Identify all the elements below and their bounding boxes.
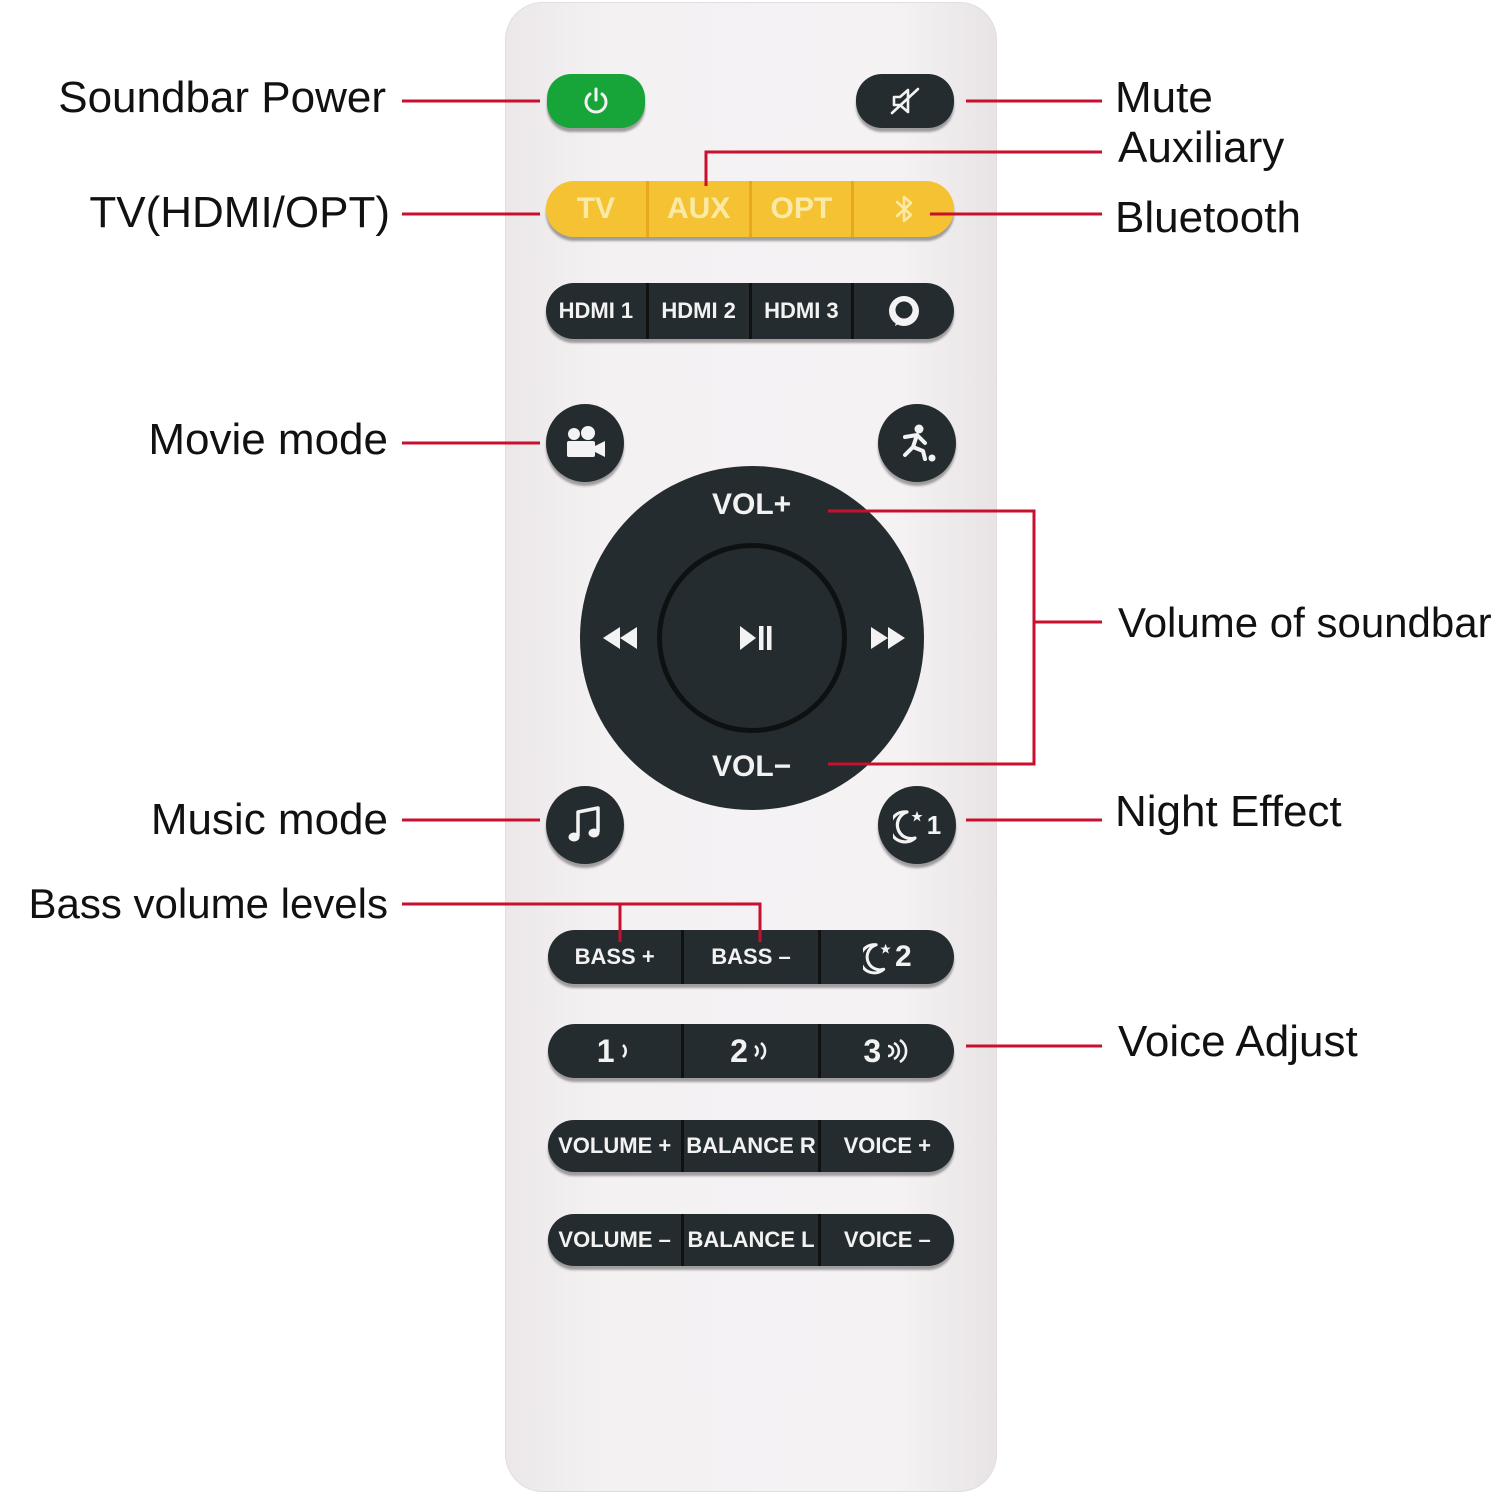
movie-mode-button[interactable] (546, 404, 624, 482)
mute-button[interactable] (856, 74, 954, 128)
label-auxiliary: Auxiliary (1118, 123, 1285, 172)
vol-plus-button[interactable]: VOL+ (712, 488, 792, 521)
balance-l-button[interactable]: BALANCE L (681, 1214, 817, 1266)
voice-button-group: 1 2 3 (548, 1024, 954, 1078)
sports-kick-icon (903, 424, 936, 462)
volume-plus-button[interactable]: VOLUME + (558, 1133, 672, 1158)
label-bluetooth: Bluetooth (1115, 193, 1301, 242)
music-note-icon (568, 806, 600, 842)
sound-wave-icon (621, 1044, 627, 1058)
plus-button-group: VOLUME + BALANCE R VOICE + (548, 1120, 954, 1172)
play-pause-icon (740, 626, 772, 650)
label-night-effect: Night Effect (1115, 787, 1342, 836)
sports-mode-button[interactable] (878, 404, 956, 482)
voice-1-button[interactable]: 1 (548, 1024, 681, 1078)
label-voice-adjust: Voice Adjust (1118, 1017, 1358, 1066)
hdmi-button-group: HDMI 1 HDMI 2 HDMI 3 (546, 283, 954, 339)
bluetooth-button[interactable] (851, 181, 954, 237)
music-mode-button[interactable] (546, 786, 624, 864)
voice-3-button[interactable]: 3 (817, 1024, 954, 1078)
label-music-mode: Music mode (150, 795, 388, 844)
hdmi2-button[interactable]: HDMI 2 (645, 283, 749, 339)
source-button-group: TV AUX OPT (546, 181, 954, 237)
previous-button[interactable] (598, 618, 642, 658)
tv-button[interactable]: TV (576, 192, 616, 225)
minus-button-group: VOLUME – BALANCE L VOICE – (548, 1214, 954, 1266)
bluetooth-icon (895, 195, 913, 223)
moon-star-icon (892, 810, 923, 844)
voice-3-digit: 3 (863, 1032, 882, 1069)
night2-digit: 2 (894, 940, 912, 973)
night-effect-1-button[interactable]: 1 (878, 786, 956, 864)
label-mute: Mute (1115, 73, 1213, 122)
hdmi3-button[interactable]: HDMI 3 (748, 283, 852, 339)
bass-minus-button[interactable]: BASS – (681, 930, 817, 984)
fast-forward-icon (871, 627, 905, 649)
play-pause-glyph (732, 618, 778, 658)
power-button[interactable] (547, 74, 645, 128)
power-icon (584, 87, 608, 114)
voice-minus-button[interactable]: VOICE – (817, 1214, 954, 1266)
label-tv: TV(HDMI/OPT) (89, 188, 390, 237)
night-effect-2-button[interactable]: 2 (817, 930, 954, 984)
label-bass-volume-levels: Bass volume levels (28, 880, 388, 927)
rewind-icon (603, 627, 637, 649)
bass-plus-button[interactable]: BASS + (574, 944, 655, 969)
voice-plus-button[interactable]: VOICE + (817, 1120, 954, 1172)
label-movie-mode: Movie mode (148, 415, 388, 464)
alexa-ring-icon (889, 296, 920, 326)
sound-wave-icon (754, 1041, 767, 1061)
aux-button[interactable]: AUX (645, 181, 749, 237)
label-volume-of-soundbar: Volume of soundbar (1118, 599, 1492, 646)
balance-r-button[interactable]: BALANCE R (681, 1120, 817, 1172)
night1-digit: 1 (926, 809, 942, 840)
volume-minus-button[interactable]: VOLUME – (558, 1227, 671, 1252)
bass-button-group: BASS + BASS – 2 (548, 930, 954, 984)
hdmi1-button[interactable]: HDMI 1 (558, 298, 634, 323)
vol-minus-button[interactable]: VOL− (712, 750, 792, 783)
mute-icon (890, 87, 920, 115)
label-soundbar-power: Soundbar Power (58, 73, 386, 122)
movie-camera-icon (567, 426, 605, 457)
voice-2-digit: 2 (730, 1032, 748, 1069)
moon-star-icon (862, 943, 891, 975)
alexa-button[interactable] (851, 283, 954, 339)
voice-2-button[interactable]: 2 (681, 1024, 817, 1078)
sound-wave-icon (888, 1038, 908, 1064)
voice-1-digit: 1 (596, 1032, 615, 1069)
next-button[interactable] (866, 618, 910, 658)
opt-button[interactable]: OPT (748, 181, 852, 237)
